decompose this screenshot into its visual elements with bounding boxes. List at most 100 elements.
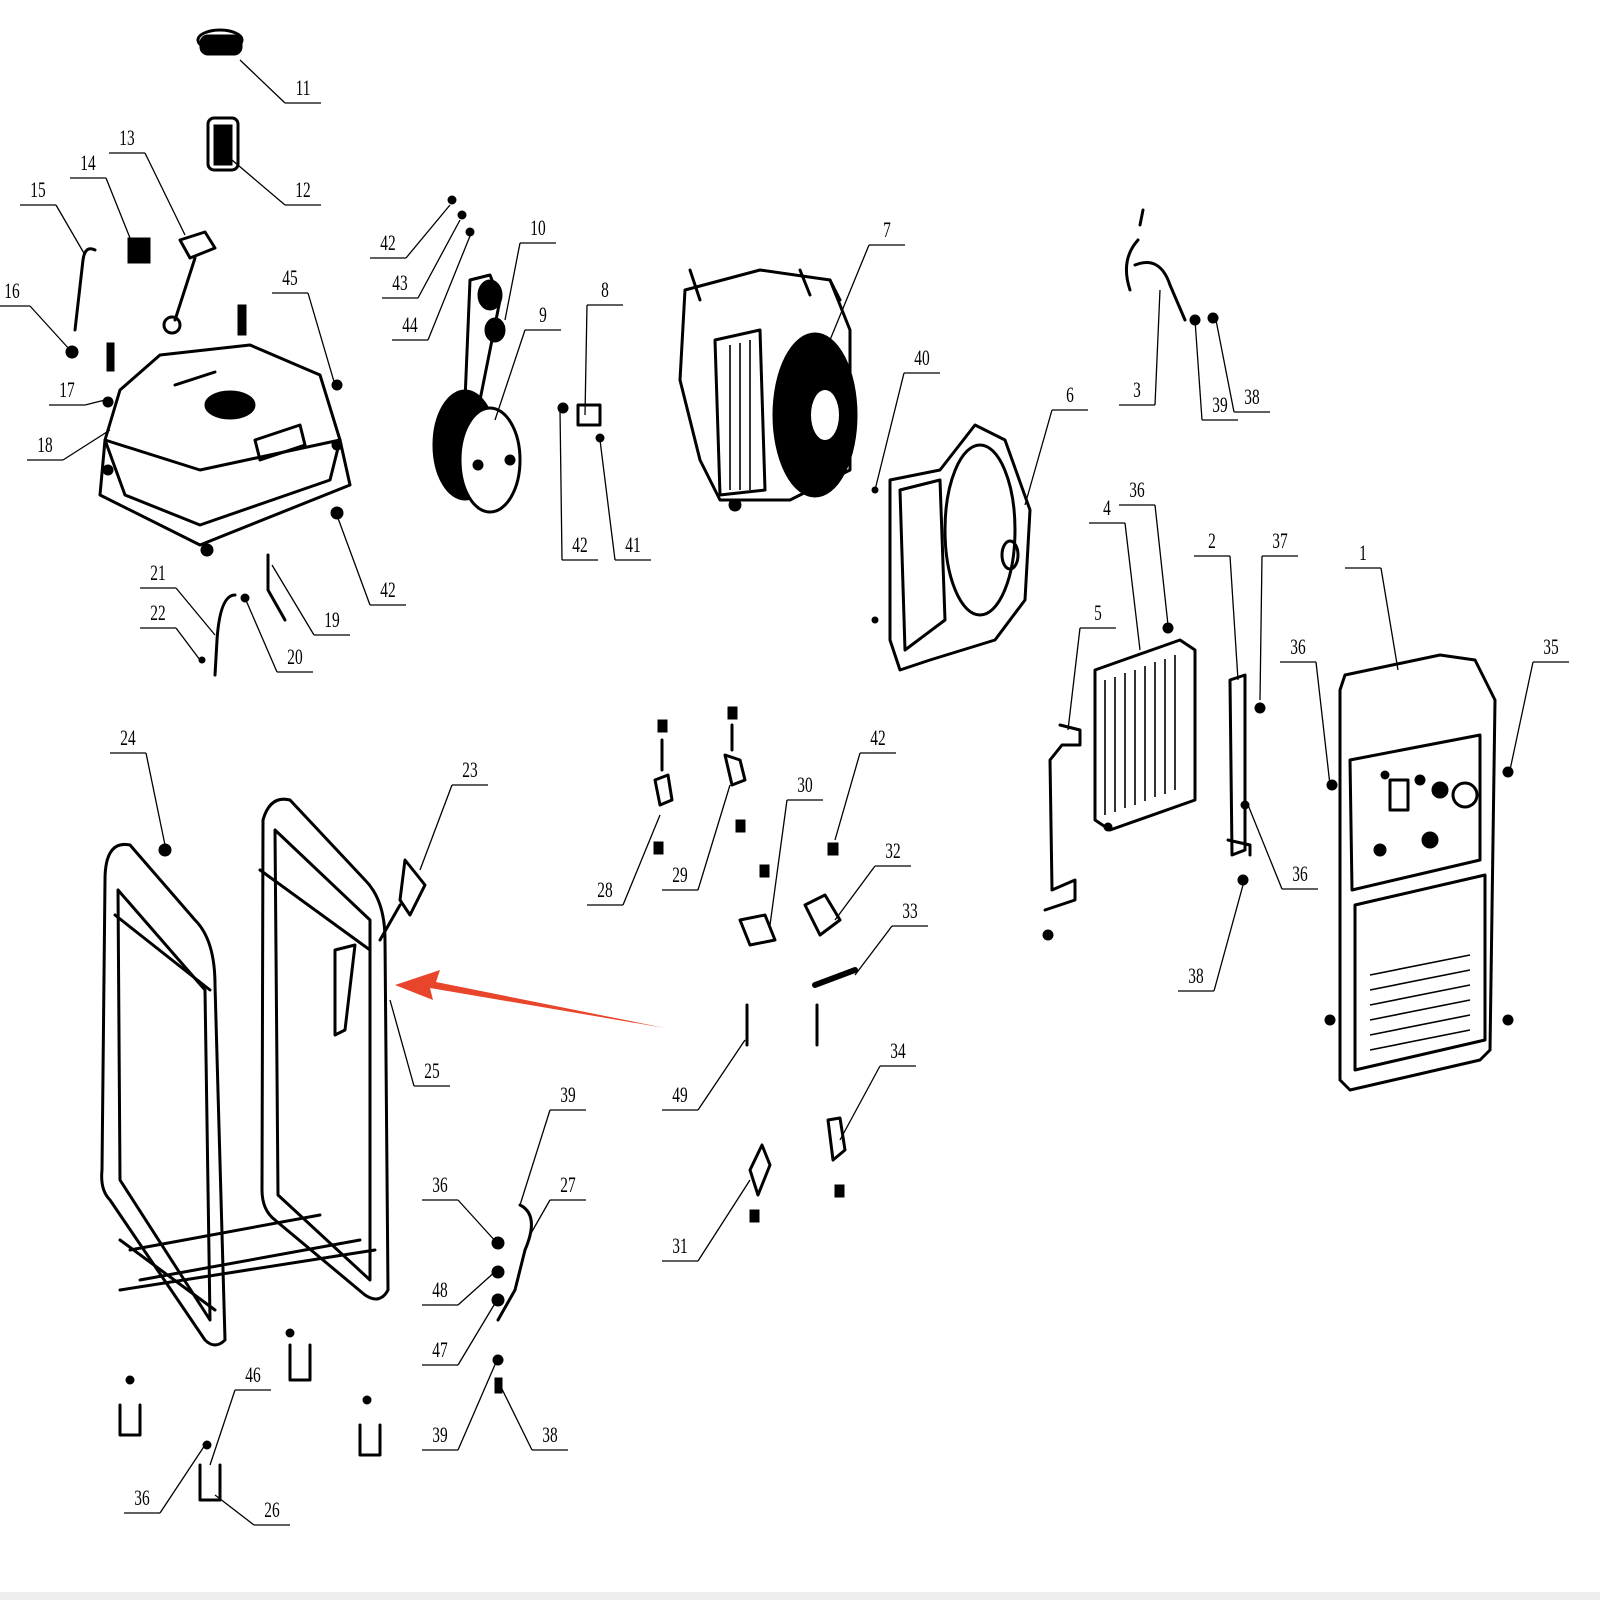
callout: 42 xyxy=(334,509,406,606)
callout-number: 42 xyxy=(870,726,885,750)
callout: 30 xyxy=(769,773,823,926)
callout: 20 xyxy=(244,597,313,673)
fuel-hose-and-fittings xyxy=(73,230,287,677)
callout: 28 xyxy=(587,814,661,906)
callout-number: 11 xyxy=(296,76,311,100)
callout-number: 38 xyxy=(1188,964,1203,988)
callout: 46 xyxy=(209,1363,271,1466)
callout: 36 xyxy=(422,1173,498,1244)
bottom-strip xyxy=(0,1592,1600,1600)
fuel-tank xyxy=(65,304,352,557)
callout-number: 6 xyxy=(1066,383,1074,407)
callout: 11 xyxy=(239,59,321,104)
callout-number: 10 xyxy=(530,216,545,240)
fuel-filter xyxy=(206,116,240,172)
leader-line xyxy=(84,399,106,406)
leader-line xyxy=(231,159,286,206)
leader-line xyxy=(834,752,861,841)
callout: 15 xyxy=(20,178,86,256)
leader-line xyxy=(874,372,905,491)
callout-number: 32 xyxy=(885,839,900,863)
callout: 22 xyxy=(140,601,201,661)
leader-line xyxy=(1124,522,1141,651)
throttle-cable xyxy=(1124,208,1219,326)
leader-line xyxy=(417,219,461,299)
callout: 42 xyxy=(559,409,598,561)
leader-line xyxy=(697,1039,746,1111)
callout: 38 xyxy=(499,1384,568,1451)
callout-number: 22 xyxy=(150,601,165,625)
callout: 18 xyxy=(27,429,111,461)
leader-line xyxy=(239,59,286,104)
callout: 13 xyxy=(109,126,186,236)
leader-line xyxy=(334,509,371,606)
callout-number: 16 xyxy=(4,279,19,303)
leader-line xyxy=(1213,884,1244,992)
leader-line xyxy=(834,865,876,921)
callout-number: 19 xyxy=(324,608,339,632)
callout-number: 24 xyxy=(120,726,136,750)
leader-line xyxy=(697,784,731,891)
callout: 26 xyxy=(214,1494,290,1526)
callout-number: 28 xyxy=(597,878,612,902)
leader-line xyxy=(854,925,893,976)
callout-number: 8 xyxy=(601,278,609,302)
callout-number: 31 xyxy=(672,1234,687,1258)
callout: 34 xyxy=(839,1039,916,1141)
callout-number: 46 xyxy=(245,1363,260,1387)
leader-line xyxy=(1509,661,1534,771)
leader-line xyxy=(599,439,616,561)
callout-number: 36 xyxy=(1292,862,1307,886)
leader-line xyxy=(769,799,788,926)
callout-number: 30 xyxy=(797,773,812,797)
frame-left xyxy=(100,842,322,1347)
callout: 3 xyxy=(1119,289,1161,406)
callout-number: 18 xyxy=(37,433,52,457)
callout-number: 2 xyxy=(1208,529,1216,553)
leader-line xyxy=(1259,555,1263,701)
callout-number: 42 xyxy=(380,578,395,602)
callout-number: 9 xyxy=(539,303,547,327)
callout-number: 4 xyxy=(1103,496,1111,520)
callout: 5 xyxy=(1067,601,1116,731)
callout-labels: 1112131415161718454221222019424344109842… xyxy=(0,59,1569,1526)
leader-line xyxy=(1024,409,1053,506)
callout: 35 xyxy=(1509,635,1569,771)
leader-line xyxy=(457,1299,498,1366)
callout-number: 1 xyxy=(1359,541,1367,565)
callout: 23 xyxy=(419,758,488,871)
ground-wire xyxy=(491,1203,533,1394)
callout: 39 xyxy=(422,1359,498,1451)
callout-number: 20 xyxy=(287,645,302,669)
callout: 12 xyxy=(231,159,321,206)
rubber-feet xyxy=(118,1328,382,1502)
leader-line xyxy=(1315,661,1331,786)
leader-line xyxy=(244,597,278,673)
callout-number: 27 xyxy=(560,1173,575,1197)
callout-number: 39 xyxy=(1212,393,1227,417)
leader-line xyxy=(584,304,588,416)
callout-number: 41 xyxy=(625,533,640,557)
switch-bracket xyxy=(557,402,605,443)
callout: 45 xyxy=(272,266,336,386)
callout-number: 23 xyxy=(462,758,477,782)
callout-number: 36 xyxy=(134,1486,149,1510)
callout: 39 xyxy=(519,1083,586,1206)
callout-number: 45 xyxy=(282,266,297,290)
leader-line xyxy=(697,1179,751,1262)
callout: 47 xyxy=(422,1299,498,1366)
callout-number: 38 xyxy=(1244,385,1259,409)
callout-number: 15 xyxy=(30,178,45,202)
callout: 9 xyxy=(494,303,561,421)
leader-line xyxy=(622,814,661,906)
leader-line xyxy=(1154,504,1169,626)
leader-line xyxy=(145,752,166,846)
callout: 36 xyxy=(1247,804,1318,890)
callout-number: 36 xyxy=(1129,478,1144,502)
callout-number: 42 xyxy=(572,533,587,557)
callout: 4 xyxy=(1089,496,1141,651)
callout-number: 3 xyxy=(1133,378,1141,402)
callout: 38 xyxy=(1214,314,1270,413)
leader-line xyxy=(427,235,471,341)
